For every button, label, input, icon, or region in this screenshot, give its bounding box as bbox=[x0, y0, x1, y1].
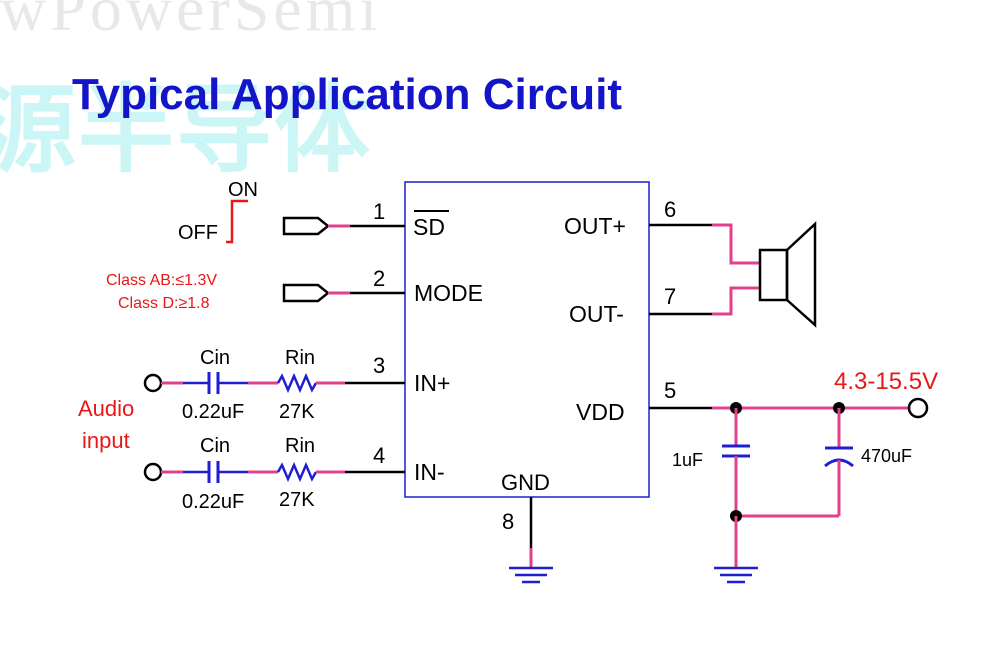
pin-3-label: IN+ bbox=[414, 370, 450, 396]
gnd-label: GND bbox=[501, 470, 550, 495]
mode-note-line1: Class AB:≤1.3V bbox=[106, 272, 217, 289]
resistor-icon bbox=[276, 372, 318, 394]
cap-1uf-label: 1uF bbox=[672, 450, 703, 470]
pin-6-number: 6 bbox=[664, 197, 676, 222]
input-terminal-icon bbox=[143, 462, 163, 482]
pin-7-number: 7 bbox=[664, 284, 676, 309]
wire bbox=[712, 286, 760, 316]
cin-value-bottom: 0.22uF bbox=[182, 491, 244, 513]
cin-label-bottom: Cin bbox=[200, 435, 230, 457]
ground-icon bbox=[714, 566, 758, 584]
pin-1-label: SD bbox=[413, 214, 445, 240]
supply-terminal-icon bbox=[907, 397, 929, 419]
resistor-icon bbox=[276, 461, 318, 483]
speaker-icon bbox=[758, 221, 817, 328]
pin-4-number: 4 bbox=[373, 443, 385, 468]
watermark-chinese: 源半导体 bbox=[0, 74, 372, 186]
watermark-brand: wPowerSemi bbox=[0, 0, 382, 44]
pin-1-number: 1 bbox=[373, 199, 385, 224]
pin-3-number: 3 bbox=[373, 353, 385, 378]
switch-off-label: OFF bbox=[178, 222, 218, 244]
pin-5-number: 5 bbox=[664, 378, 676, 403]
rin-label-top: Rin bbox=[285, 347, 315, 369]
pin-7-label: OUT- bbox=[569, 301, 624, 327]
pin-8-number: 8 bbox=[502, 509, 514, 534]
switch-on-label: ON bbox=[228, 179, 258, 201]
audio-input-label-line2: input bbox=[82, 428, 130, 453]
pin-4-label: IN- bbox=[414, 459, 445, 485]
ground-icon bbox=[509, 566, 553, 584]
mode-note-line2: Class D:≥1.8 bbox=[118, 295, 210, 312]
switch-icon bbox=[226, 199, 248, 244]
rin-label-bottom: Rin bbox=[285, 435, 315, 457]
pin-6-label: OUT+ bbox=[564, 213, 626, 239]
wire bbox=[712, 223, 760, 265]
mode-connector-icon bbox=[282, 283, 331, 303]
amplifier-chip bbox=[404, 181, 650, 498]
input-terminal-icon bbox=[143, 373, 163, 393]
cin-label-top: Cin bbox=[200, 347, 230, 369]
supply-voltage-label: 4.3-15.5V bbox=[834, 368, 938, 395]
pin-2-label: MODE bbox=[414, 280, 483, 306]
rin-value-top: 27K bbox=[279, 401, 315, 423]
cin-value-top: 0.22uF bbox=[182, 401, 244, 423]
audio-input-label-line1: Audio bbox=[78, 396, 134, 421]
pin-2-number: 2 bbox=[373, 266, 385, 291]
rin-value-bottom: 27K bbox=[279, 489, 315, 511]
pin-5-label: VDD bbox=[576, 399, 625, 425]
cap-470uf-label: 470uF bbox=[861, 446, 912, 466]
page-title: Typical Application Circuit bbox=[72, 70, 623, 119]
sd-connector-icon bbox=[282, 216, 331, 236]
